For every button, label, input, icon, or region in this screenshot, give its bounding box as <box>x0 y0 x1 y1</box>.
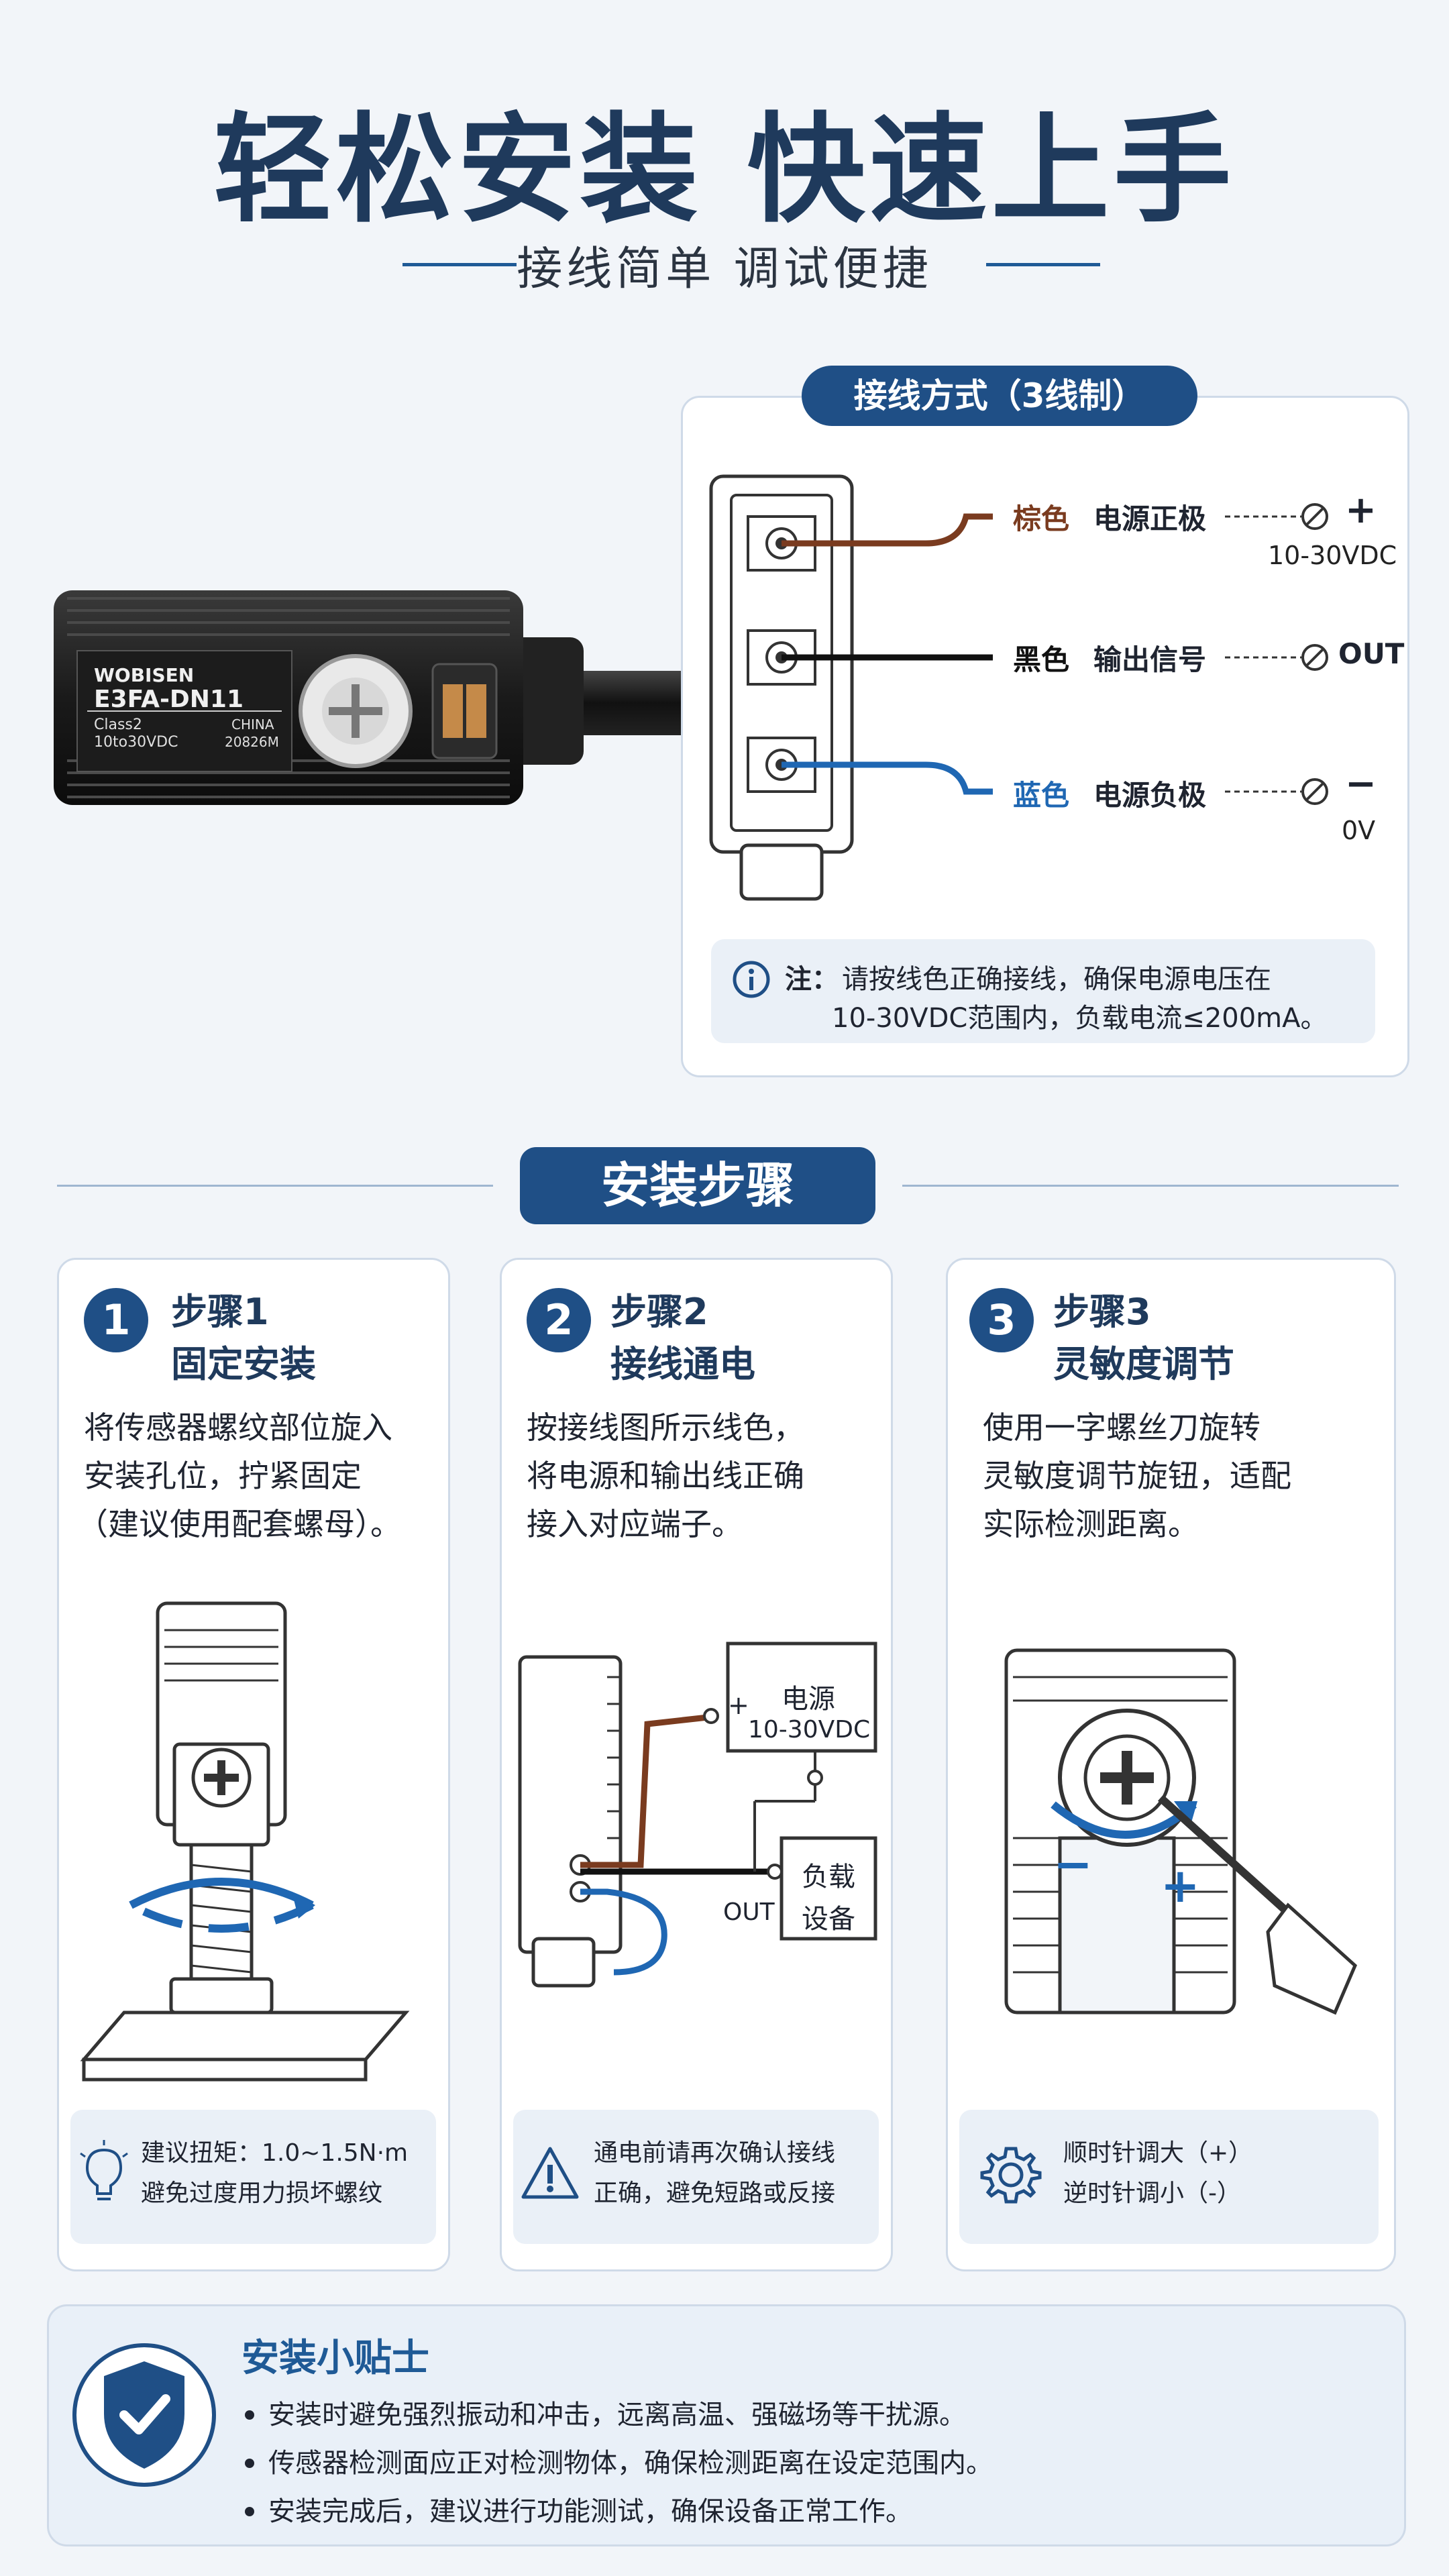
install-tips-panel <box>47 2304 1406 2546</box>
product-brand: WOBISEN <box>94 664 195 686</box>
diagram-plus: + <box>1161 1858 1200 1913</box>
page-title: 轻松安装 快速上手 <box>213 101 1236 239</box>
lightbulb-icon <box>80 2140 128 2200</box>
step-label-2: 步骤2 <box>610 1291 708 1333</box>
subtitle-line-left <box>402 263 517 266</box>
step2-illustration <box>518 1642 877 1988</box>
product-origin: CHINA <box>231 716 274 733</box>
wire-brown-sub: 10-30VDC <box>1268 541 1397 570</box>
tips-bullet-1 <box>245 2410 254 2420</box>
wire-black-terminal: OUT <box>1338 637 1405 670</box>
diagram-out-label: OUT <box>723 1898 775 1926</box>
step-tip-1-line2: 避免过度用力损坏螺纹 <box>141 2180 383 2207</box>
diagram-minus: − <box>1053 1837 1093 1892</box>
wire-blue-sub: 0V <box>1342 816 1376 845</box>
step-tip-3-line1: 顺时针调大（+） <box>1063 2139 1253 2167</box>
step-tip-3 <box>959 2110 1379 2244</box>
wire-blue-function: 电源负极 <box>1093 779 1207 812</box>
tips-bullet-3 <box>245 2507 254 2516</box>
step-tip-2-line1: 通电前请再次确认接线 <box>594 2139 836 2167</box>
install-title-pill: 安装步骤 <box>520 1147 875 1224</box>
wire-black-function: 输出信号 <box>1093 643 1207 676</box>
wire-brown-function: 电源正极 <box>1093 502 1207 535</box>
step-label-3: 步骤3 <box>1053 1291 1151 1333</box>
wiring-note-prefix: 注： <box>785 964 839 995</box>
step-body-3-line2: 灵敏度调节旋钮，适配 <box>983 1458 1291 1494</box>
diagram-power-voltage: 10-30VDC <box>748 1716 871 1743</box>
step-body-2-line2: 将电源和输出线正确 <box>527 1458 804 1494</box>
tips-item-1: 安装时避免强烈振动和冲击，远离高温、强磁场等干扰源。 <box>268 2400 966 2430</box>
divider-right <box>902 1185 1399 1187</box>
tips-title: 安装小贴士 <box>241 2337 429 2380</box>
diagram-power-plus: + <box>728 1690 749 1720</box>
wire-brown-terminal: + <box>1345 488 1377 532</box>
info-icon <box>733 961 770 998</box>
diagram-load-line1: 负载 <box>802 1862 855 1892</box>
step-tip-2 <box>513 2110 879 2244</box>
wiring-note-line1: 请按线色正确接线，确保电源电压在 <box>842 964 1271 995</box>
step-tip-2-line2: 正确，避免短路或反接 <box>594 2180 836 2207</box>
step-tip-3-line2: 逆时针调小（-） <box>1063 2180 1241 2207</box>
gear-icon <box>980 2147 1042 2204</box>
step-number-1: 1 <box>84 1288 148 1352</box>
subtitle-line-right <box>986 263 1100 266</box>
step-number-2: 2 <box>527 1288 591 1352</box>
wiring-note-line2: 10-30VDC范围内，负载电流≤200mA。 <box>832 1003 1328 1034</box>
wire-blue-color: 蓝色 <box>1013 779 1070 812</box>
step-body-1-line3: （建议使用配套螺母）。 <box>77 1506 401 1542</box>
step-number-3: 3 <box>969 1288 1034 1352</box>
step-body-1-line1: 将传感器螺纹部位旋入 <box>84 1409 392 1446</box>
step-tip-1 <box>70 2110 436 2244</box>
product-voltage: 10to30VDC <box>94 734 178 751</box>
step-body-2-line1: 按接线图所示线色， <box>527 1409 804 1446</box>
step-body-1-line2: 安装孔位，拧紧固定 <box>84 1458 362 1494</box>
tips-item-3: 安装完成后，建议进行功能测试，确保设备正常工作。 <box>268 2496 912 2527</box>
wire-black-color: 黑色 <box>1013 643 1070 676</box>
wiring-note <box>711 939 1375 1043</box>
step-label-1: 步骤1 <box>171 1291 269 1333</box>
step-title-2: 接线通电 <box>610 1343 755 1385</box>
step1-illustration <box>80 1601 410 2082</box>
step3-illustration <box>1004 1648 1358 2015</box>
step-body-3-line1: 使用一字螺丝刀旋转 <box>983 1409 1260 1446</box>
product-image <box>54 590 684 805</box>
connector-diagram <box>709 474 1328 901</box>
step-title-3: 灵敏度调节 <box>1053 1343 1234 1385</box>
diagram-power-label: 电源 <box>782 1684 835 1715</box>
page-subtitle: 接线简单 调试便捷 <box>517 243 932 296</box>
product-serial: 20826M <box>225 734 279 750</box>
product-model: E3FA-DN11 <box>94 686 244 713</box>
step-body-3-line3: 实际检测距离。 <box>983 1506 1199 1542</box>
warning-icon <box>521 2147 579 2199</box>
step-body-2-line3: 接入对应端子。 <box>527 1506 743 1542</box>
step-tip-1-line1: 建议扭矩：1.0~1.5N·m <box>141 2139 409 2167</box>
product-class: Class2 <box>94 716 142 733</box>
wire-blue-terminal: − <box>1345 762 1377 806</box>
divider-left <box>57 1185 493 1187</box>
wire-brown-color: 棕色 <box>1013 502 1070 535</box>
tips-bullet-2 <box>245 2459 254 2468</box>
shield-check-icon <box>72 2343 216 2487</box>
wiring-title-pill: 接线方式（3线制） <box>802 366 1197 426</box>
tips-item-2: 传感器检测面应正对检测物体，确保检测距离在设定范围内。 <box>268 2448 993 2479</box>
diagram-load-line2: 设备 <box>802 1904 855 1935</box>
step-title-1: 固定安装 <box>171 1343 316 1385</box>
